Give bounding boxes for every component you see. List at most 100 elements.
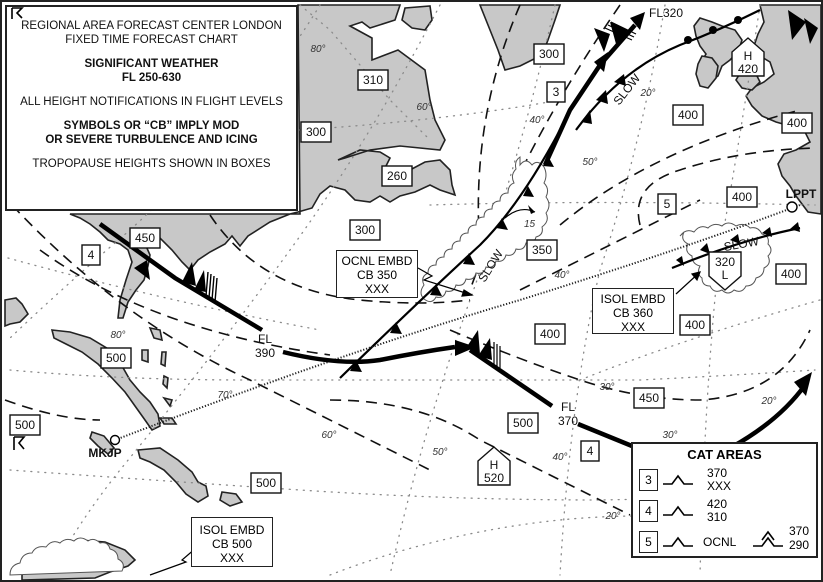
fronts: [339, 9, 801, 379]
turbulence-severe-icon: [753, 530, 783, 547]
latitude-label: 40°: [552, 452, 567, 463]
svg-text:400: 400: [685, 318, 705, 332]
cat-area-markers: 3 5 4 4: [81, 81, 677, 462]
cb-base: XXX: [219, 551, 244, 565]
cb-box-north-atlantic: OCNL EMBD CB 350 XXX: [336, 250, 418, 298]
svg-text:400: 400: [540, 327, 560, 341]
latitude-label: 60°: [321, 430, 336, 441]
height-note: ALL HEIGHT NOTIFICATIONS IN FLIGHT LEVEL…: [20, 96, 283, 108]
latitude-label: 20°: [604, 511, 620, 522]
latitude-label: 20°: [760, 396, 776, 407]
legend-title: CAT AREAS: [687, 447, 762, 462]
aerodrome-code: LPPT: [786, 187, 817, 201]
svg-text:450: 450: [135, 231, 155, 245]
jet-fl-label: FL: [561, 400, 575, 414]
front-speed-label: 15: [524, 219, 536, 230]
tropopause-box: 300: [349, 219, 381, 241]
jet-streams: [98, 10, 818, 449]
land-iceland: [401, 5, 433, 31]
svg-text:300: 300: [355, 223, 375, 237]
latitude-label: 50°: [432, 447, 447, 458]
jet-fl-value: 390: [255, 346, 275, 360]
area-number: 3: [639, 469, 658, 491]
latitude-label: 60°: [416, 102, 431, 113]
tropopause-box: 300: [533, 43, 565, 65]
tropopause-box: 400: [672, 104, 704, 126]
svg-text:500: 500: [513, 416, 533, 430]
tropopause-box: 400: [726, 186, 758, 208]
tropopause-box: 500: [9, 414, 41, 436]
cat-area-marker: 4: [81, 244, 101, 266]
cb-top: CB 360: [612, 306, 654, 320]
svg-text:3: 3: [553, 85, 560, 99]
cb-coverage: ISOL EMBD: [600, 292, 666, 306]
cat-area-boundaries: [4, 4, 816, 516]
tropopause-box: 400: [781, 112, 813, 134]
cat-top: 370: [789, 524, 810, 538]
tropopause-box: 400: [534, 323, 566, 345]
svg-text:400: 400: [678, 108, 698, 122]
cat-base: 310: [707, 510, 728, 524]
jet-fl-label: FL: [258, 332, 272, 346]
chart-fl-range: FL 250-630: [121, 72, 182, 84]
svg-text:400: 400: [732, 190, 752, 204]
land-ireland: [695, 55, 719, 89]
svg-text:H: H: [490, 458, 499, 472]
latitude-label: 30°: [599, 382, 614, 393]
turbulence-moderate-icon: [663, 474, 693, 485]
land-bahamas-1: [148, 326, 164, 342]
tropopause-note: TROPOPAUSE HEIGHTS SHOWN IN BOXES: [32, 158, 271, 170]
chart-title: SIGNIFICANT WEATHER: [84, 58, 219, 70]
cb-coverage: ISOL EMBD: [199, 523, 265, 537]
cb-box-south-america: ISOL EMBD CB 500 XXX: [191, 517, 273, 567]
area-number: 4: [639, 500, 658, 522]
latitude-label: 20°: [639, 88, 655, 99]
svg-text:H: H: [744, 49, 753, 63]
cb-base: XXX: [364, 282, 389, 296]
cb-top: CB 350: [356, 268, 398, 282]
svg-text:500: 500: [15, 418, 35, 432]
turbulence-moderate-icon: [663, 505, 693, 516]
cat-intensity: OCNL: [703, 535, 737, 549]
svg-text:320: 320: [715, 255, 735, 269]
tropopause-box: 450: [633, 387, 665, 409]
tropopause-box: 500: [507, 412, 539, 434]
turbulence-symbol-icon: [11, 7, 24, 19]
svg-text:4: 4: [88, 248, 95, 262]
aerodrome-mkjp-icon: [109, 434, 121, 446]
svg-text:500: 500: [256, 476, 276, 490]
cb-base: XXX: [620, 320, 645, 334]
latitude-label: 80°: [310, 44, 325, 55]
tropopause-box: 310: [357, 69, 389, 91]
tropopause-box: 400: [775, 263, 807, 285]
latitude-labels: 80°60°40°20°50°40°80°70°60°50°40°30°30°2…: [110, 44, 776, 522]
cat-area-marker: 4: [580, 440, 600, 462]
land-bahamas-5: [162, 396, 174, 408]
turbulence-symbol-icon: [13, 436, 26, 450]
tropopause-box: 500: [100, 347, 132, 369]
tropopause-box: 350: [526, 239, 558, 261]
cat-top: 420: [707, 497, 728, 511]
symbols-note-line1: SYMBOLS OR “CB” IMPLY MOD: [7, 7, 296, 133]
latitude-label: 80°: [110, 330, 125, 341]
latitude-label: 30°: [662, 430, 677, 441]
land-bahamas-6: [158, 417, 178, 425]
front-movement-label: SLOW: [723, 234, 761, 254]
svg-text:L: L: [722, 268, 729, 282]
tropopause-box: 400: [679, 314, 711, 336]
cat-area-marker: 5: [657, 193, 677, 215]
land-bahamas-4: [162, 374, 169, 390]
chart-header-box: REGIONAL AREA FORECAST CENTER LONDON FIX…: [5, 5, 298, 211]
land-west-edge: [4, 297, 30, 328]
land-cuba: [50, 329, 161, 432]
land-hispaniola: [136, 447, 209, 503]
cb-cloud-south-america: [9, 537, 124, 576]
svg-text:350: 350: [532, 243, 552, 257]
svg-text:300: 300: [306, 125, 326, 139]
svg-text:310: 310: [363, 73, 383, 87]
